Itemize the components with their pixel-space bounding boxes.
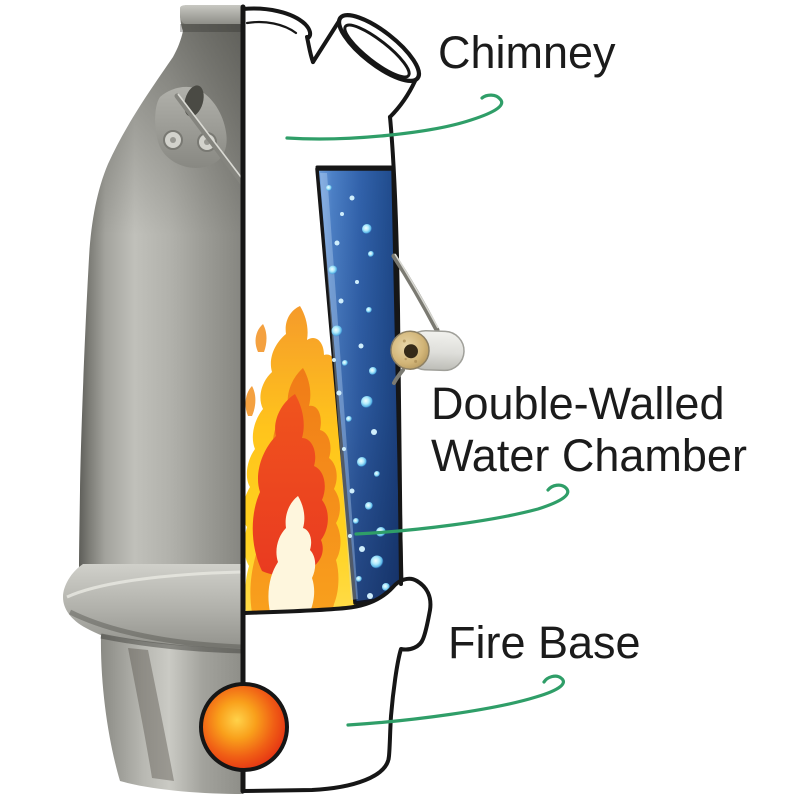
- wooden-handle: [390, 253, 465, 385]
- rivet: [163, 130, 183, 150]
- chimney-spout-rim: [336, 13, 422, 83]
- chimney-spout-lower-wall: [388, 79, 417, 119]
- fire-base-bucket-photo: [100, 634, 243, 794]
- pointer-lines: [285, 93, 570, 727]
- flare-highlight: [66, 570, 242, 599]
- bucket-inner-shadow: [100, 633, 244, 654]
- wood-end-hole: [403, 344, 418, 359]
- kettle-shoulder-shading: [79, 6, 243, 572]
- cutaway-neck-wall: [305, 35, 315, 64]
- handle-wire-stub: [392, 368, 405, 385]
- kettle-photo-half: [63, 5, 244, 794]
- fire-base-graphic: [241, 576, 433, 793]
- label-water-line2: Water Chamber: [431, 430, 747, 481]
- pointer-fire-base: [346, 674, 565, 727]
- water-chamber-graphic: [315, 167, 404, 605]
- handle-wire-cutaway: [391, 253, 440, 333]
- flame-tongue: [255, 324, 267, 352]
- bucket-reflection-streak: [128, 648, 174, 781]
- label-water-chamber: Double-Walled Water Chamber: [431, 378, 747, 482]
- cutaway-neck-rim: [241, 6, 313, 40]
- label-water-line1: Double-Walled: [431, 378, 725, 429]
- water-depth-shading: [317, 169, 402, 603]
- fire-base-outline: [241, 576, 433, 793]
- rim-shadow: [180, 24, 243, 32]
- handle-grip: [390, 329, 465, 372]
- pointer-chimney: [285, 93, 504, 141]
- cutaway-neck-rim-inner: [245, 20, 298, 35]
- kettle-outer-wall-line: [388, 115, 403, 586]
- label-fire-base: Fire Base: [448, 617, 641, 668]
- label-chimney: Chimney: [438, 27, 616, 78]
- kettle-neck-rim-photo: [180, 5, 243, 24]
- flame-tongue: [245, 386, 256, 416]
- flame-inner-white: [268, 496, 316, 612]
- flame-red-core: [252, 394, 328, 576]
- pointer-water-chamber: [354, 483, 570, 536]
- handle-wire-highlight: [394, 253, 439, 329]
- handle-wire-photo: [174, 93, 244, 187]
- chimney-spout-upper-wall: [311, 16, 343, 64]
- flare-lower-shadow: [68, 609, 242, 650]
- ember-glow-air-hole: [199, 682, 289, 772]
- chimney-spout-rim-inner: [343, 23, 411, 79]
- water-left-highlight: [320, 173, 358, 600]
- kettle-cutaway-outline: [240, 4, 422, 794]
